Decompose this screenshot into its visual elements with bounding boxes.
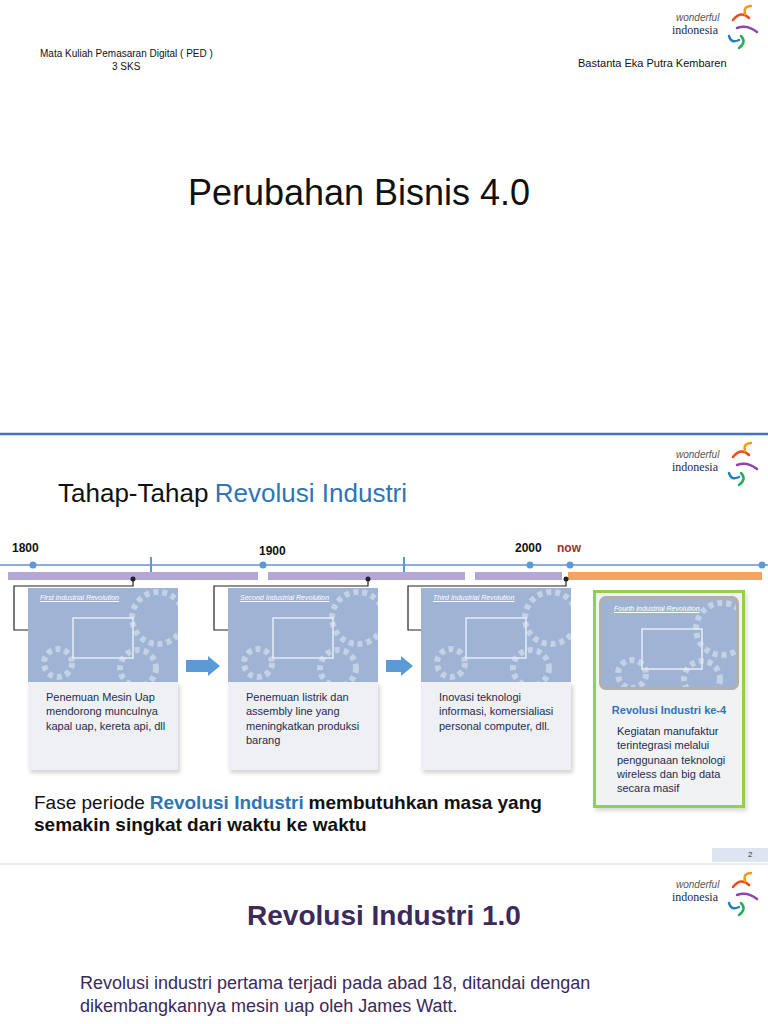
- text-label: Bastanta Eka Putra Kembaren: [578, 57, 727, 69]
- thumbnail-art: [28, 588, 178, 682]
- text-label: wonderful: [676, 879, 719, 890]
- stage-thumbnail: Third Industrial Revolution: [421, 588, 571, 682]
- stage-thumbnail: Second Industrial Revolution: [228, 588, 378, 682]
- thumbnail-title: Third Industrial Revolution: [421, 588, 571, 601]
- text-label: indonesia: [672, 890, 718, 905]
- stage-description: Inovasi teknologi informasi, komersialia…: [421, 682, 571, 770]
- slide-title: Perubahan Bisnis 4.0: [0, 172, 718, 214]
- text-label: indonesia: [672, 460, 718, 475]
- timeline-label: now: [557, 541, 581, 555]
- stage-description: Penemuan Mesin Uap mendorong munculnya k…: [28, 682, 178, 770]
- thumbnail-title: Fourth Industrial Revolution: [602, 599, 736, 612]
- statement: Fase periodeRevolusi Industrimembutuhkan…: [34, 792, 574, 836]
- heading-part: Tahap-Tahap: [58, 478, 208, 508]
- panel-body: Kegiatan manufaktur terintegrasi melalui…: [599, 724, 739, 795]
- timeline-tick: [403, 557, 405, 572]
- text-label: Mata Kuliah Pemasaran Digital ( PED ): [40, 48, 213, 59]
- bracket-dots: [131, 577, 569, 582]
- flow-arrow: [186, 656, 220, 676]
- highlight-panel: Fourth Industrial RevolutionRevolusi Ind…: [593, 590, 745, 808]
- thumbnail-art: [602, 599, 739, 690]
- heading-part: Revolusi Industri: [215, 478, 407, 508]
- panel-heading: Revolusi Industri ke-4: [599, 690, 739, 724]
- statement-part: Fase periode: [34, 792, 145, 813]
- slide-heading: Tahap-TahapRevolusi Industri: [58, 478, 407, 509]
- flow-arrow: [386, 656, 413, 676]
- stage-thumbnail: Fourth Industrial Revolution: [599, 596, 739, 690]
- thumbnail-art: [421, 588, 571, 682]
- page-ornament: [712, 848, 768, 862]
- text-label: wonderful: [676, 449, 719, 460]
- text-label: Revolusi industri pertama terjadi pada a…: [80, 972, 680, 1019]
- stage-thumbnail: First Industrial Revolution: [28, 588, 178, 682]
- timeline-axis: [0, 564, 768, 566]
- timeline-dots: [30, 562, 766, 569]
- era-bar: [475, 572, 562, 580]
- text-label: 3 SKS: [112, 61, 140, 72]
- thumbnail-title: Second Industrial Revolution: [228, 588, 378, 601]
- stage-panel: Third Industrial RevolutionInovasi tekno…: [421, 588, 571, 770]
- stage-panel: First Industrial RevolutionPenemuan Mesi…: [28, 588, 178, 770]
- text-label: 2: [748, 850, 752, 859]
- timeline-label: 1900: [259, 544, 286, 558]
- timeline-label: 1800: [12, 541, 39, 555]
- thumbnail-title: First Industrial Revolution: [28, 588, 178, 601]
- statement-part: Revolusi Industri: [150, 792, 304, 813]
- stage-panel: Second Industrial RevolutionPenemuan lis…: [228, 588, 378, 770]
- era-bar: [568, 572, 762, 580]
- slide-separator: [0, 864, 768, 865]
- slide-separator: [0, 433, 768, 436]
- timeline-label: 2000: [515, 541, 542, 555]
- stage-description: Penemuan listrik dan assembly line yang …: [228, 682, 378, 770]
- slide-title: Revolusi Industri 1.0: [0, 900, 768, 932]
- text-label: wonderful: [676, 12, 719, 23]
- thumbnail-art: [228, 588, 378, 682]
- timeline-tick: [150, 557, 152, 572]
- text-label: indonesia: [672, 23, 718, 38]
